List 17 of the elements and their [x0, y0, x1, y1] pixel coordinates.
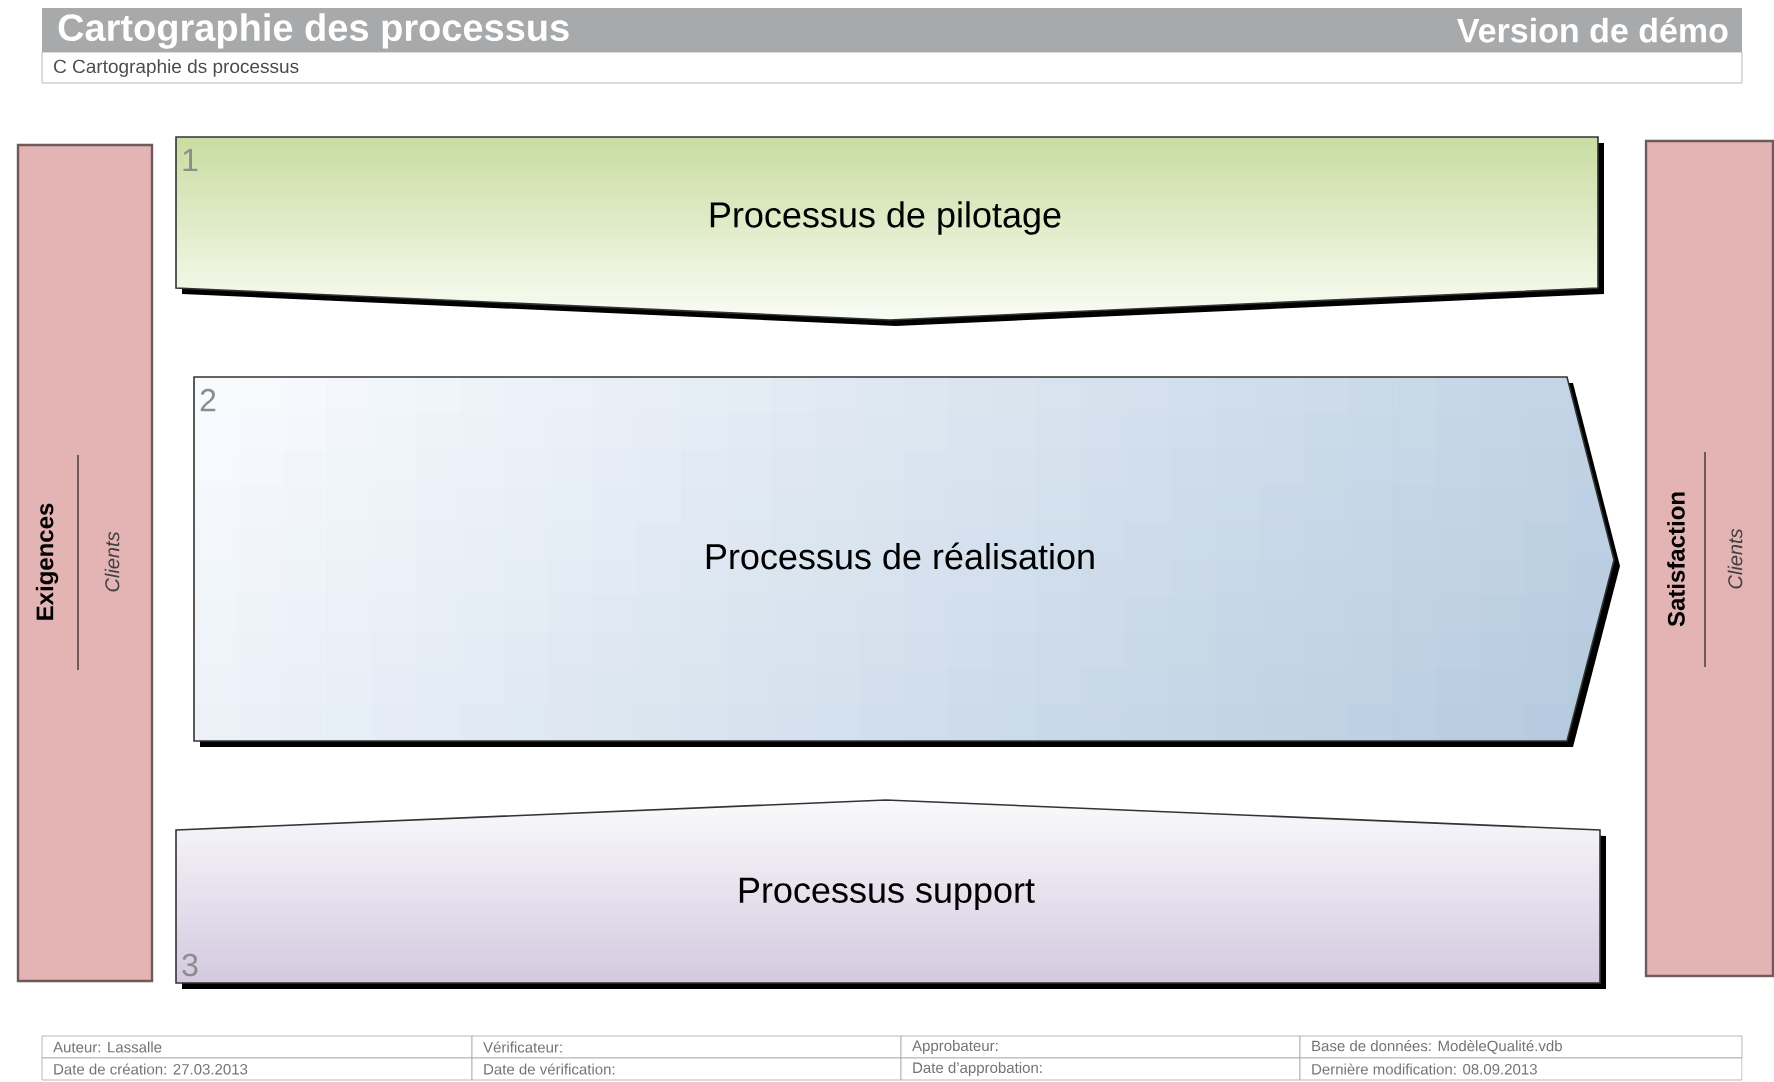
side-bar: Exigences Clients: [16, 143, 154, 983]
footer-cell: Vérificateur:: [471, 1035, 902, 1059]
footer-cell: Date de vérification:: [471, 1057, 902, 1081]
footer-cell: Approbateur:: [900, 1035, 1301, 1059]
footer-cell: Dernière modification: 08.09.2013: [1299, 1057, 1743, 1081]
process-band: 3 Processus support: [175, 799, 1606, 989]
diagram-title: Cartographie des processus: [58, 13, 569, 49]
footer-cell: Date de création: 27.03.2013: [41, 1057, 473, 1081]
footer-cell: Base de données: ModèleQualité.vdb: [1299, 1035, 1743, 1059]
side-bar: Satisfaction Clients: [1644, 139, 1774, 978]
process-band: 1 Processus de pilotage: [175, 136, 1604, 326]
process-band: 2 Processus de réalisation: [193, 376, 1620, 747]
header-bar: Cartographie des processus Version de démo: [42, 8, 1742, 52]
footer-cell: Date d’approbation:: [900, 1057, 1301, 1081]
subtitle-box: C Cartographie ds processus: [41, 51, 1743, 84]
footer-cell: Auteur: Lassalle: [41, 1035, 473, 1059]
label: Version de démo: [1457, 17, 1728, 43]
